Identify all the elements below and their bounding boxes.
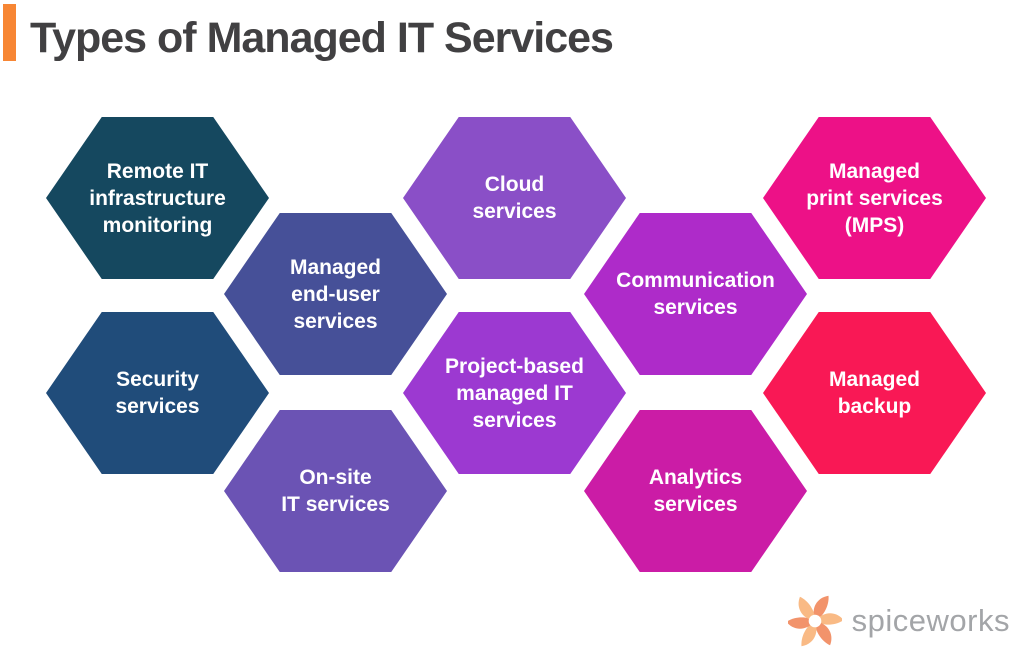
hexagon-label: Project-based managed IT services (445, 354, 584, 432)
hexagon-security-services: Security services (46, 312, 269, 474)
hexagon-analytics-services: Analytics services (584, 410, 807, 572)
hexagon-label: Security services (115, 368, 200, 418)
hexagon-managed-print-services: Managed print services (MPS) (763, 117, 986, 279)
hexagon-label: Analytics services (648, 466, 743, 516)
hexagon-project-based-managed-it-services: Project-based managed IT services (403, 312, 626, 474)
hexagon-label: On-site IT services (281, 466, 390, 516)
hexagon-label: Remote IT infrastructure monitoring (89, 159, 226, 237)
page-title: Types of Managed IT Services (30, 14, 614, 62)
hexagon-on-site-it-services: On-site IT services (224, 410, 447, 572)
spiceworks-pinwheel-icon (787, 595, 842, 647)
hexagon-communication-services: Communication services (584, 213, 807, 375)
spiceworks-logo: spiceworks (787, 594, 1010, 648)
hexagon-remote-it-infrastructure-monitoring: Remote IT infrastructure monitoring (46, 117, 269, 279)
hexagon-label: Managed end-user services (289, 255, 381, 333)
hexagon-managed-backup: Managed backup (763, 312, 986, 474)
hexagon-label: Cloud services (472, 173, 557, 223)
hexagon-cloud-services: Cloud services (403, 117, 626, 279)
hexagon-label: Managed backup (828, 368, 920, 418)
hexagon-label: Managed print services (MPS) (806, 159, 943, 237)
title-accent-bar (3, 4, 16, 61)
hexagon-label: Communication services (616, 269, 775, 319)
spiceworks-logo-text: spiceworks (851, 603, 1010, 638)
hexagon-managed-end-user-services: Managed end-user services (224, 213, 447, 375)
